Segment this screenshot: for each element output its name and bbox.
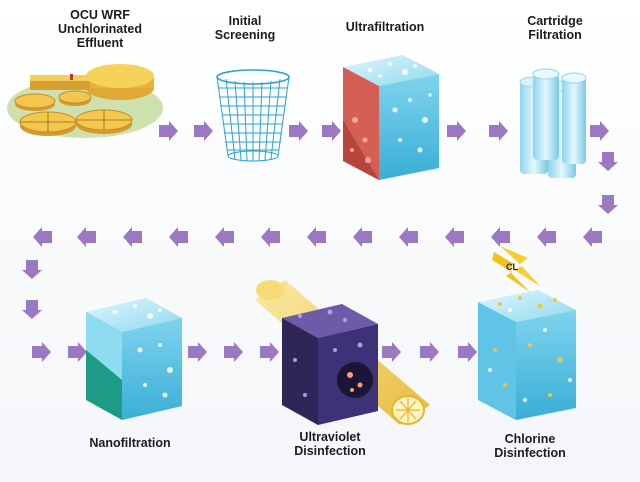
cartridge-filters-icon	[519, 68, 587, 178]
flow-arrow-left	[33, 227, 52, 247]
flow-arrow-right	[590, 121, 609, 141]
chlorine-cube-icon	[478, 290, 576, 420]
flow-arrow-left	[445, 227, 464, 247]
flow-arrow-right	[447, 121, 466, 141]
flow-arrow-right	[188, 342, 207, 362]
flow-arrow-left	[123, 227, 142, 247]
membrane-cube-icon	[343, 55, 439, 180]
uv-cube-icon	[255, 280, 430, 425]
label-nanofiltration: Nanofiltration	[89, 436, 171, 450]
flow-arrow-right	[458, 342, 477, 362]
flow-arrow-left	[583, 227, 602, 247]
label-ultrafiltration: Ultrafiltration	[345, 20, 425, 34]
label-cartridge: Cartridge Filtration	[527, 14, 583, 42]
treatment-plant-icon	[7, 64, 163, 138]
flow-arrow-left	[353, 227, 372, 247]
chlorine-bolt-icon	[492, 246, 540, 292]
flow-arrow-right	[224, 342, 243, 362]
flow-arrow-right	[382, 342, 401, 362]
mesh-basket-icon	[216, 69, 290, 162]
flow-arrow-left	[261, 227, 280, 247]
flow-arrow-down	[22, 260, 42, 279]
flow-arrow-left	[307, 227, 326, 247]
flow-arrow-right	[159, 121, 178, 141]
flow-arrow-right	[260, 342, 279, 362]
flow-arrow-right	[489, 121, 508, 141]
flow-arrow-left	[399, 227, 418, 247]
flow-arrow-right	[420, 342, 439, 362]
membrane-cube-icon	[86, 298, 182, 420]
flow-arrow-down	[598, 195, 618, 214]
flow-arrow-right	[32, 342, 51, 362]
label-screening: Initial Screening	[214, 14, 276, 42]
flow-arrow-right	[194, 121, 213, 141]
flow-arrow-right	[68, 342, 87, 362]
chlorine-badge: CL	[506, 262, 518, 272]
flow-arrow-down	[22, 300, 42, 319]
flow-arrow-left	[169, 227, 188, 247]
label-chlorine: Chlorine Disinfection	[494, 432, 566, 460]
flow-arrow-left	[491, 227, 510, 247]
flow-arrow-right	[289, 121, 308, 141]
flow-arrow-down	[598, 152, 618, 171]
label-ultraviolet: Ultraviolet Disinfection	[294, 430, 366, 458]
flow-arrow-left	[215, 227, 234, 247]
label-effluent: OCU WRF Unchlorinated Effluent	[57, 8, 143, 50]
flow-arrow-left	[77, 227, 96, 247]
flow-arrow-left	[537, 227, 556, 247]
flow-arrow-right	[322, 121, 341, 141]
